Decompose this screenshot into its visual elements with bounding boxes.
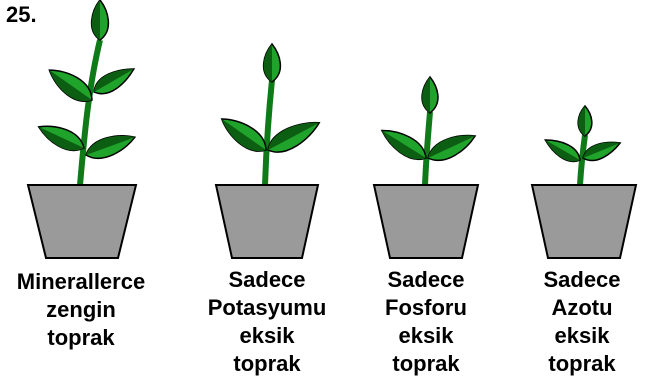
plant-4-caption: Sadece Azotu eksik toprak xyxy=(520,266,644,378)
caption-line: Sadece xyxy=(188,266,346,294)
plant-2 xyxy=(216,44,324,258)
caption-line: toprak xyxy=(364,350,488,378)
plant-1-leaf-lower-right xyxy=(83,129,138,164)
caption-line: toprak xyxy=(520,350,644,378)
plant-4-pot xyxy=(532,185,636,258)
plant-1-leaf-lower-left xyxy=(35,119,88,157)
caption-line: toprak xyxy=(188,350,346,378)
plant-3-leaf-top xyxy=(422,77,438,113)
caption-line: Fosforu xyxy=(364,294,488,322)
caption-line: zengin xyxy=(6,296,156,324)
plant-2-leaf-left xyxy=(216,111,272,158)
plant-3-leaf-left xyxy=(377,123,431,166)
plant-4-leaf-top xyxy=(578,106,592,136)
plant-1-stem xyxy=(80,40,100,185)
caption-line: eksik xyxy=(520,322,644,350)
plant-2-leaf-top xyxy=(264,44,281,82)
plant-2-pot xyxy=(216,185,318,258)
plant-4-leaf-left xyxy=(542,134,584,167)
caption-line: Potasyumu xyxy=(188,294,346,322)
caption-line: Sadece xyxy=(364,266,488,294)
plant-3-leaf-right xyxy=(424,128,479,167)
plant-1-leaf-top xyxy=(92,0,109,40)
plant-4 xyxy=(532,106,636,258)
plant-1-pot xyxy=(28,185,136,258)
caption-line: eksik xyxy=(364,322,488,350)
caption-line: Azotu xyxy=(520,294,644,322)
caption-line: Minerallerce xyxy=(6,268,156,296)
plant-2-stem xyxy=(265,80,272,185)
plant-2-leaf-right xyxy=(263,114,323,159)
plant-3-caption: Sadece Fosforu eksik toprak xyxy=(364,266,488,378)
plant-1 xyxy=(28,0,138,258)
caption-line: Sadece xyxy=(520,266,644,294)
caption-line: eksik xyxy=(188,322,346,350)
plant-2-caption: Sadece Potasyumu eksik toprak xyxy=(188,266,346,378)
plant-1-caption: Minerallerce zengin toprak xyxy=(6,268,156,352)
plant-3 xyxy=(374,77,479,258)
caption-line: toprak xyxy=(6,324,156,352)
plant-3-stem xyxy=(425,112,430,185)
plant-3-pot xyxy=(374,185,478,258)
